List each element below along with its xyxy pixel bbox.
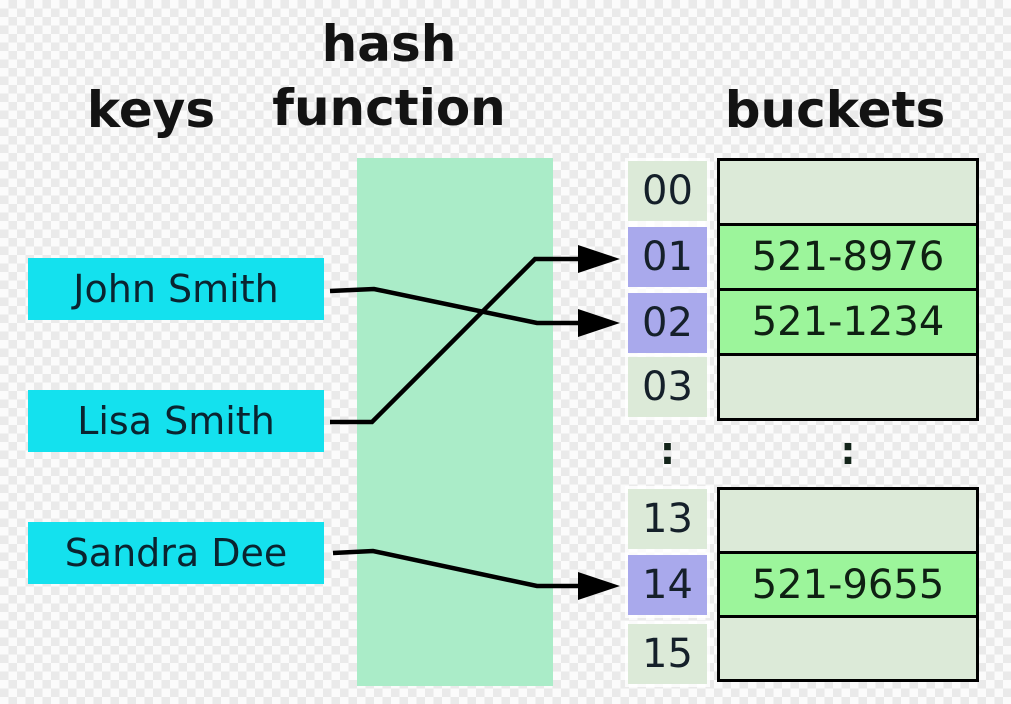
bucket-table-bottom: 521-9655 [717, 487, 979, 682]
header-hash-function-line2: function [272, 79, 506, 137]
index-cell-02: 02 [628, 293, 707, 353]
key-box-lisa-smith: Lisa Smith [28, 390, 324, 452]
index-cell-00: 00 [628, 161, 707, 221]
bucket-column-ellipsis: : [840, 429, 856, 473]
index-cell-15: 15 [628, 624, 707, 684]
bucket-row-01: 521-8976 [720, 226, 976, 291]
index-column-ellipsis: : [659, 429, 676, 473]
arrow-head-john-to-02 [578, 309, 620, 337]
key-label-lisa-smith: Lisa Smith [77, 399, 275, 443]
key-label-sandra-dee: Sandra Dee [64, 531, 288, 575]
bucket-row-00 [720, 161, 976, 226]
bucket-row-14: 521-9655 [720, 554, 976, 618]
bucket-table-top: 521-8976 521-1234 [717, 158, 979, 421]
header-buckets: buckets [724, 81, 946, 139]
header-hash-function: hash function [264, 12, 514, 140]
arrow-head-sandra-to-14 [578, 572, 620, 600]
bucket-row-02: 521-1234 [720, 291, 976, 356]
index-cell-01: 01 [628, 227, 707, 287]
arrow-head-lisa-to-01 [578, 245, 620, 273]
header-hash-function-line1: hash [321, 15, 457, 73]
bucket-row-15 [720, 618, 976, 679]
index-cell-13: 13 [628, 489, 707, 549]
key-label-john-smith: John Smith [73, 267, 279, 311]
key-box-john-smith: John Smith [28, 258, 324, 320]
bucket-row-13 [720, 490, 976, 554]
bucket-row-03 [720, 356, 976, 418]
hash-function-region [357, 158, 553, 686]
index-cell-03: 03 [628, 357, 707, 417]
key-box-sandra-dee: Sandra Dee [28, 522, 324, 584]
index-cell-14: 14 [628, 555, 707, 615]
header-keys: keys [86, 81, 216, 139]
